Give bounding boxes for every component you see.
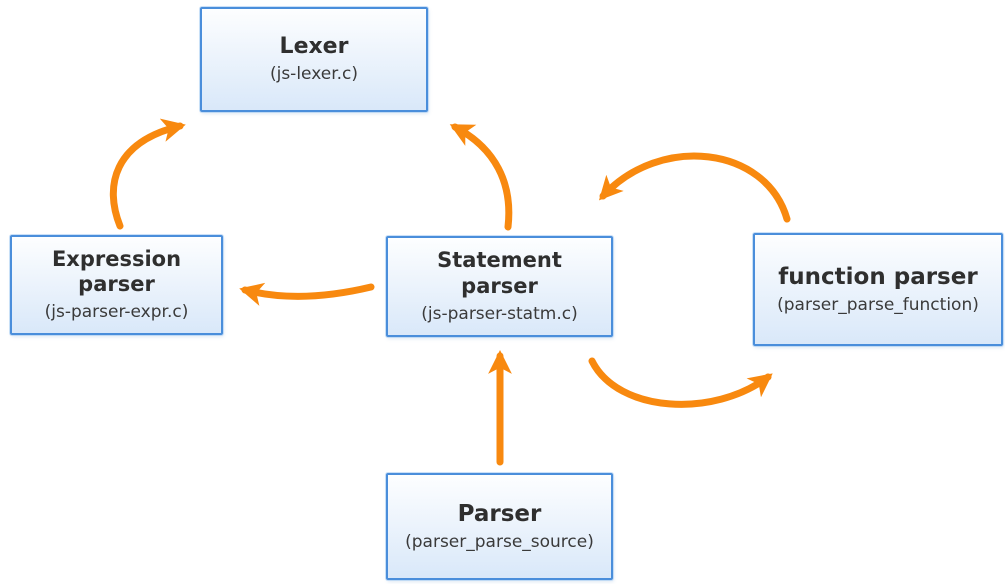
node-function-parser: function parser (parser_parse_function) bbox=[753, 233, 1003, 346]
node-parser: Parser (parser_parse_source) bbox=[386, 473, 613, 580]
edge-statement-to-lexer-arrow bbox=[449, 123, 513, 231]
edge-function-to-statement-arrow bbox=[598, 152, 791, 223]
edge-expression-to-lexer-arrow bbox=[109, 118, 186, 230]
edge-statement-to-function-arrow bbox=[588, 357, 773, 408]
node-statement-parser-title: Statement parser bbox=[437, 248, 562, 298]
node-function-parser-subtitle: (parser_parse_function) bbox=[777, 294, 979, 315]
node-parser-subtitle: (parser_parse_source) bbox=[405, 531, 594, 552]
node-expression-parser-subtitle: (js-parser-expr.c) bbox=[44, 302, 189, 323]
node-lexer-subtitle: (js-lexer.c) bbox=[269, 64, 359, 85]
node-parser-title: Parser bbox=[457, 500, 542, 527]
node-expression-parser-title: Expression parser bbox=[51, 246, 182, 297]
node-lexer: Lexer (js-lexer.c) bbox=[200, 7, 428, 112]
node-lexer-title: Lexer bbox=[279, 33, 349, 59]
node-expression-parser: Expression parser (js-parser-expr.c) bbox=[10, 235, 223, 335]
node-function-parser-title: function parser bbox=[778, 263, 978, 290]
edge-statement-to-expression-arrow bbox=[239, 282, 375, 306]
node-statement-parser-subtitle: (js-parser-statm.c) bbox=[421, 303, 578, 324]
node-statement-parser: Statement parser (js-parser-statm.c) bbox=[386, 236, 613, 337]
